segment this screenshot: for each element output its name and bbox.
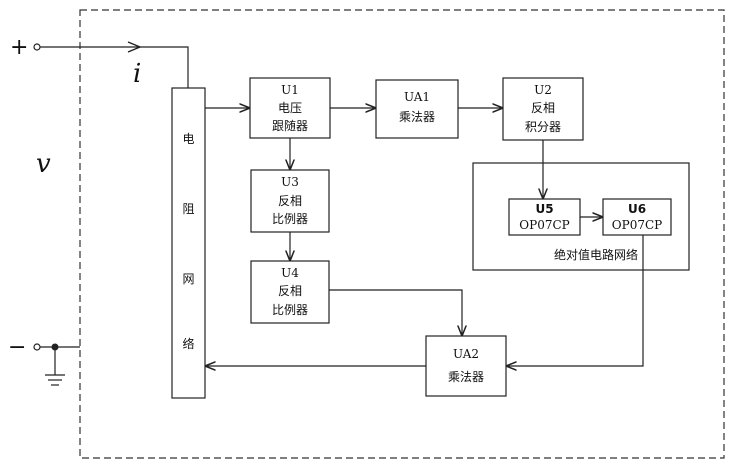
block-ua2-line1: 乘法器 bbox=[448, 370, 484, 384]
voltage-label: v bbox=[36, 149, 51, 179]
ground-icon bbox=[45, 375, 65, 385]
minus-terminal bbox=[34, 344, 40, 350]
block-u4-line2: 比例器 bbox=[272, 303, 308, 317]
block-u1-id: U1 bbox=[281, 83, 299, 97]
block-u2-line1: 反相 bbox=[531, 101, 555, 115]
block-u5-line1: OP07CP bbox=[519, 218, 569, 232]
minus-terminal-sign: − bbox=[8, 335, 26, 360]
block-u2-id: U2 bbox=[534, 83, 552, 97]
block-ua1 bbox=[376, 80, 458, 138]
abs-network-label: 绝对值电路网络 bbox=[554, 247, 638, 262]
wire-u4-ua2 bbox=[329, 290, 462, 335]
block-u3-line2: 比例器 bbox=[272, 212, 308, 226]
block-ua1-id: UA1 bbox=[404, 90, 430, 104]
block-u1-line2: 跟随器 bbox=[272, 118, 308, 133]
resistor-network-label-2: 阻 bbox=[182, 202, 194, 216]
resistor-network-label-1: 电 bbox=[182, 132, 194, 146]
resistor-network-label-3: 网 bbox=[182, 272, 194, 286]
block-u6-line1: OP07CP bbox=[612, 218, 662, 232]
block-ua1-line1: 乘法器 bbox=[399, 110, 435, 124]
block-u6-id: U6 bbox=[628, 202, 646, 216]
block-u1-line1: 电压 bbox=[278, 101, 302, 115]
current-label: i bbox=[133, 59, 141, 89]
block-u4-id: U4 bbox=[281, 266, 299, 280]
plus-terminal bbox=[34, 44, 40, 50]
block-u2-line2: 积分器 bbox=[525, 120, 561, 134]
block-u3-id: U3 bbox=[281, 175, 299, 189]
block-u5-id: U5 bbox=[535, 202, 553, 216]
block-u3-line1: 反相 bbox=[278, 194, 302, 208]
block-ua2-id: UA2 bbox=[453, 347, 479, 361]
block-ua2 bbox=[426, 336, 506, 396]
input-wire bbox=[40, 47, 188, 88]
resistor-network-label-4: 络 bbox=[182, 336, 194, 351]
block-u4-line1: 反相 bbox=[278, 284, 302, 298]
plus-terminal-sign: + bbox=[10, 35, 28, 60]
